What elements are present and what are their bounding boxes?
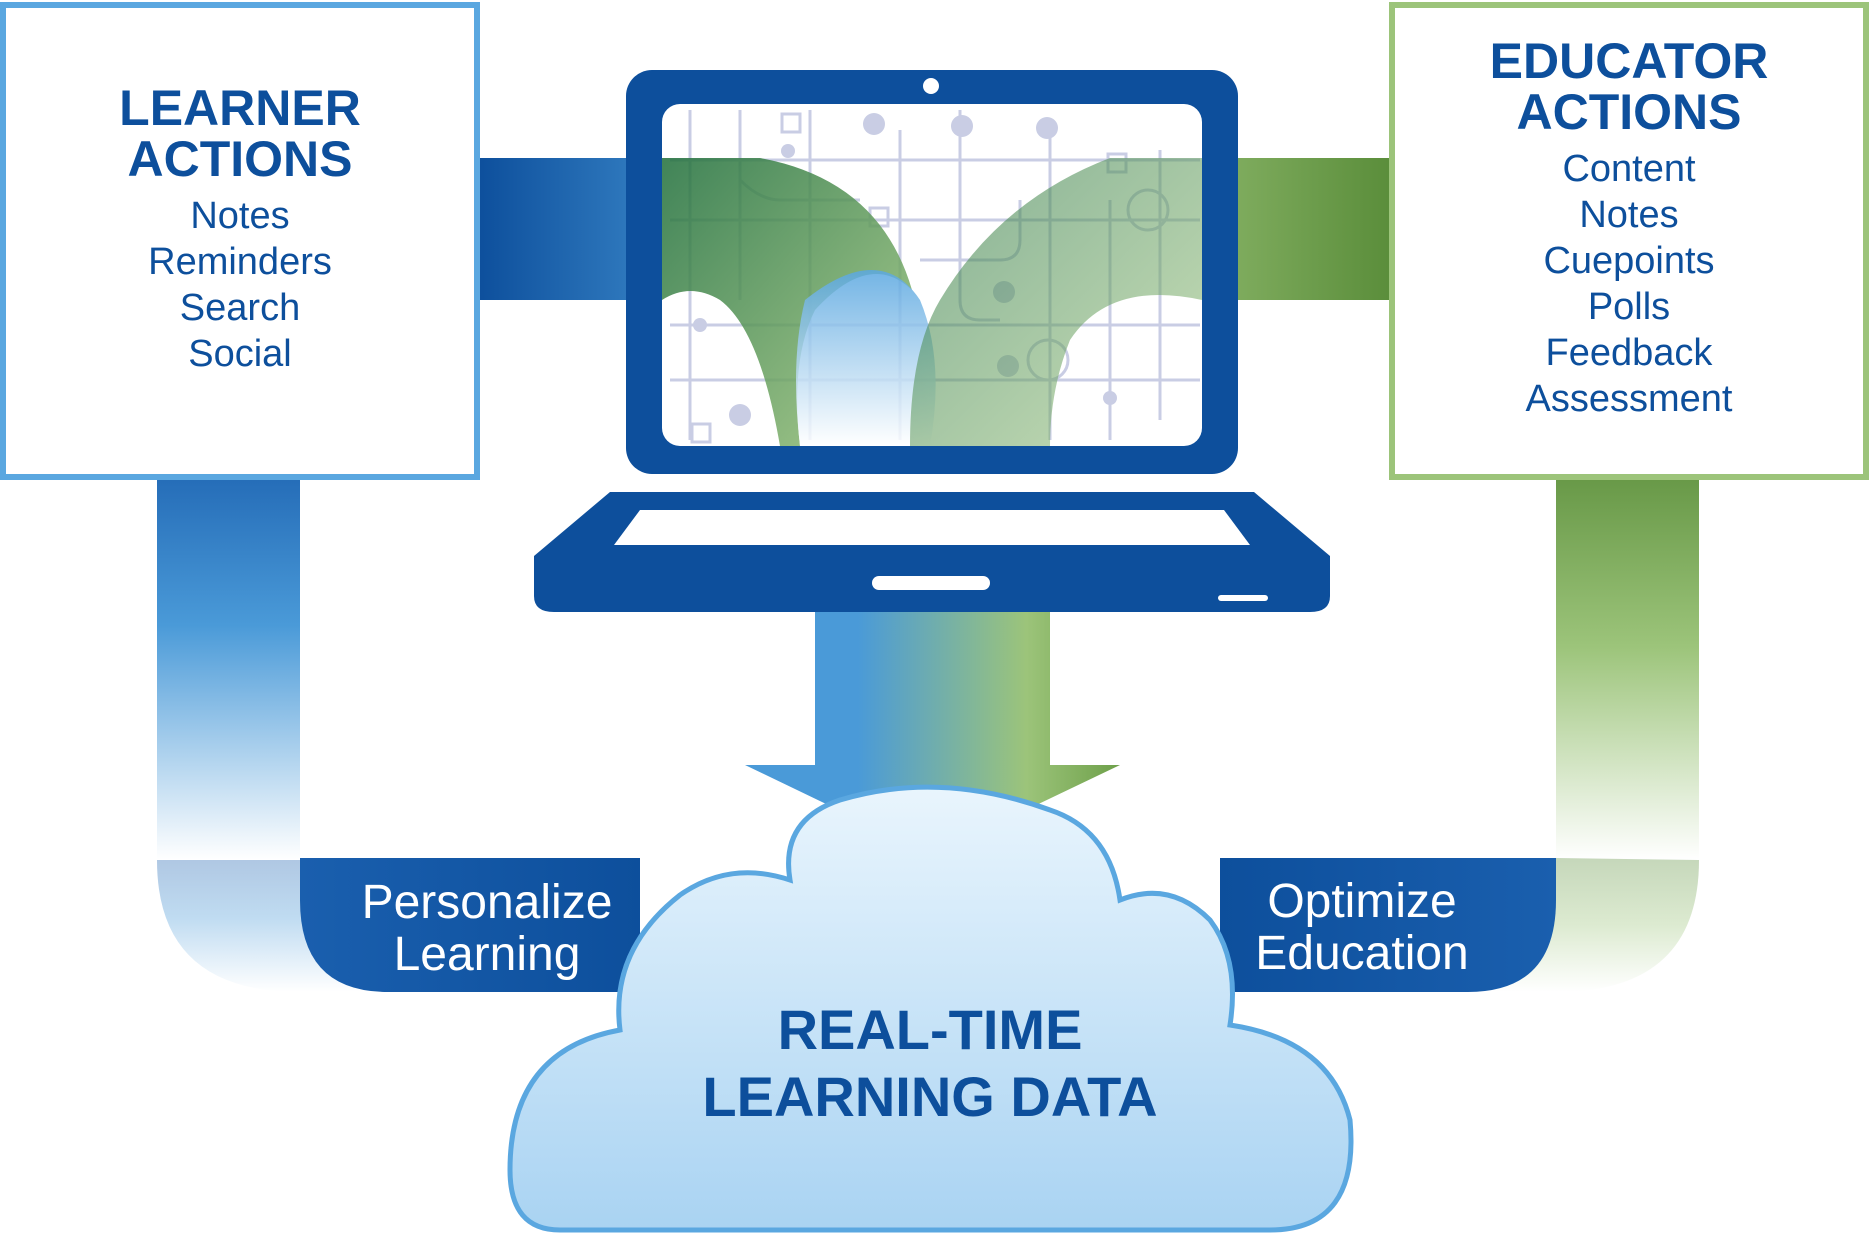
educator-item: Cuepoints xyxy=(1543,240,1714,282)
educator-title-line1: EDUCATOR xyxy=(1490,33,1769,89)
cloud-title-line2: LEARNING DATA xyxy=(702,1065,1157,1128)
optimize-label-line1: Optimize xyxy=(1267,875,1456,928)
educator-actions-box: EDUCATOR ACTIONS Content Notes Cuepoints… xyxy=(1389,2,1869,480)
learner-title-line1: LEARNER xyxy=(119,80,361,136)
learner-item: Social xyxy=(188,333,292,375)
personalize-label-line1: Personalize xyxy=(362,876,613,929)
educator-item: Notes xyxy=(1579,194,1678,236)
data-down-arrow xyxy=(745,610,1120,855)
educator-item: Feedback xyxy=(1546,332,1714,374)
laptop-icon xyxy=(534,70,1330,612)
optimize-label-line2: Education xyxy=(1255,927,1469,980)
personalize-label-line2: Learning xyxy=(394,928,581,981)
learner-item: Search xyxy=(180,287,300,329)
right-feedback-arrow xyxy=(1220,433,1699,992)
learner-item: Notes xyxy=(190,195,289,237)
educator-item: Polls xyxy=(1588,286,1670,328)
educator-item: Assessment xyxy=(1526,378,1733,420)
learner-item: Reminders xyxy=(148,241,332,283)
left-feedback-arrow xyxy=(157,433,640,992)
learner-actions-box: LEARNER ACTIONS Notes Reminders Search S… xyxy=(0,2,480,480)
cloud-icon: REAL-TIME LEARNING DATA xyxy=(507,784,1354,1233)
educator-item: Content xyxy=(1562,148,1696,190)
educator-title-line2: ACTIONS xyxy=(1517,84,1742,140)
learner-title-line2: ACTIONS xyxy=(128,131,353,187)
cloud-title-line1: REAL-TIME xyxy=(778,998,1083,1061)
